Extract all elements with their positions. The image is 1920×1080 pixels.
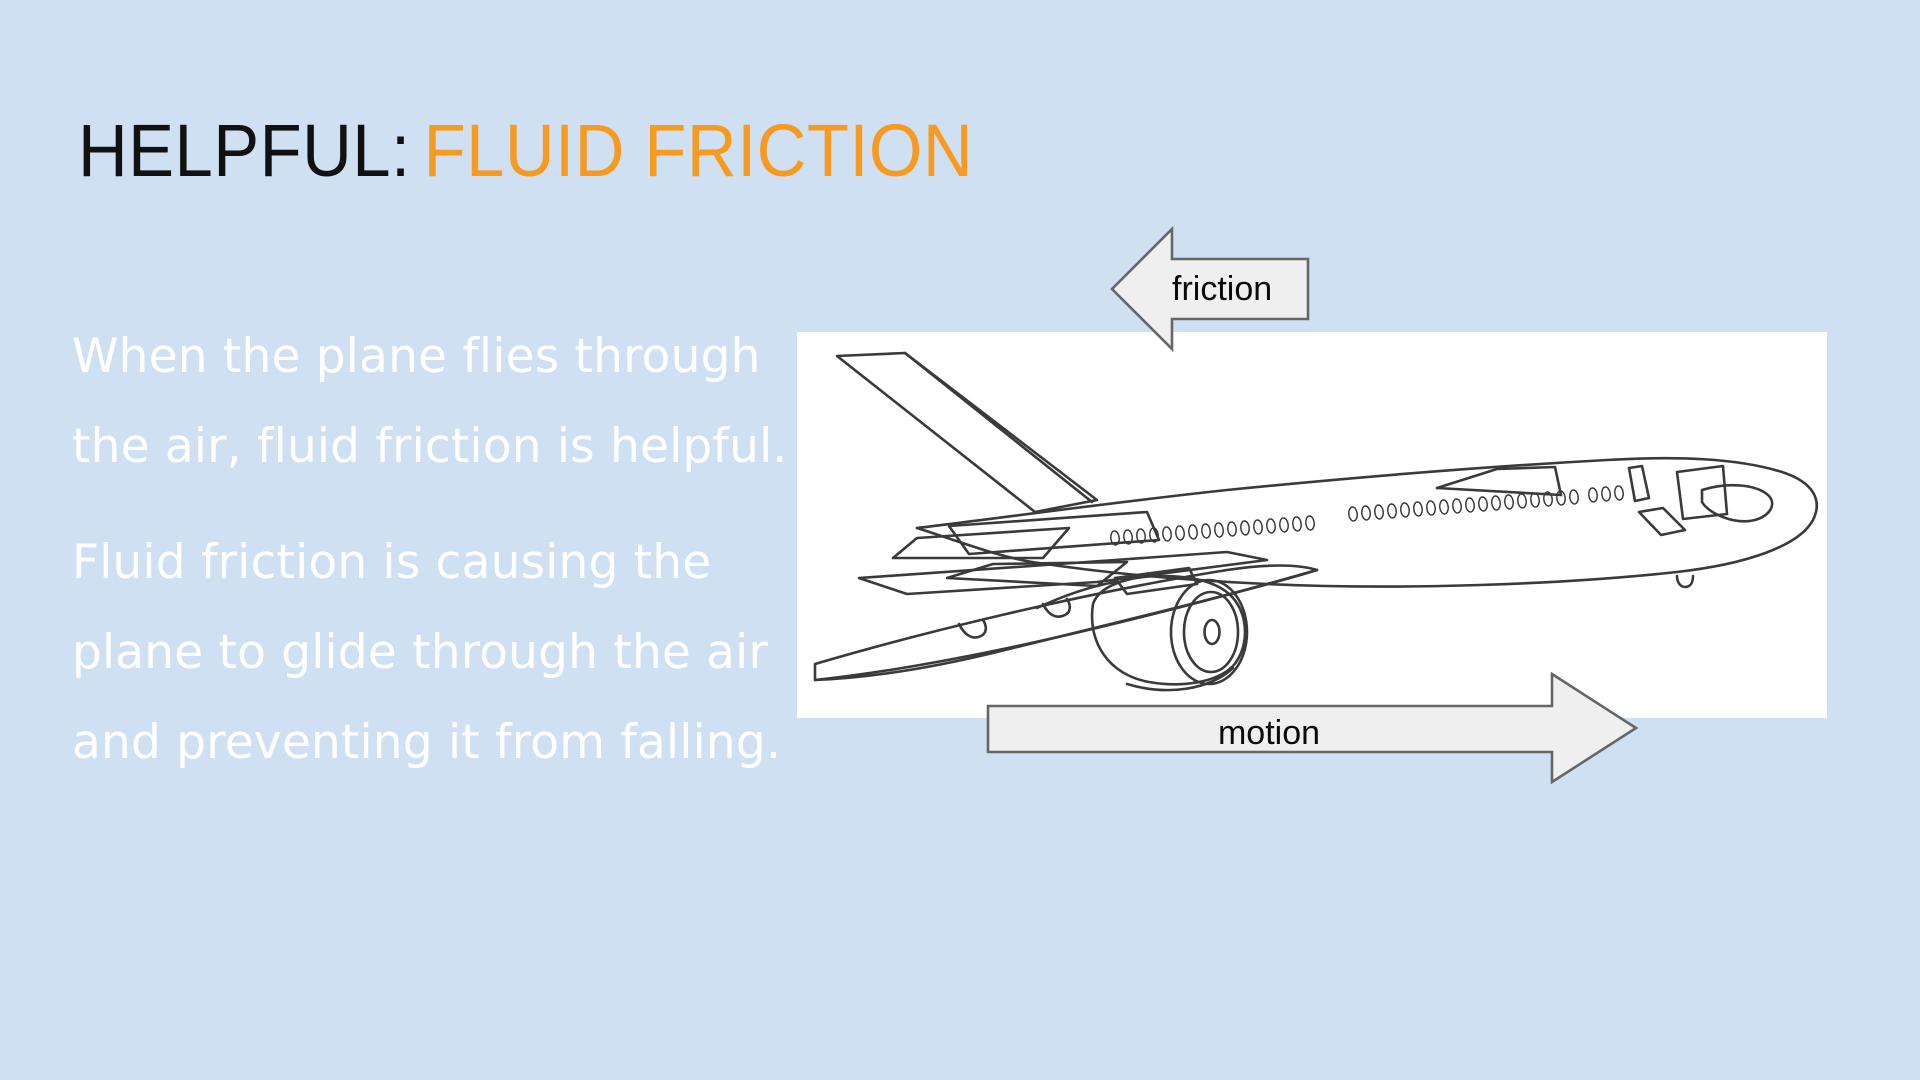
motion-arrow-label: motion (1217, 714, 1321, 752)
airplane-line-drawing-icon (813, 351, 1818, 692)
body-paragraph-2: Fluid friction is causing the plane to g… (72, 535, 781, 770)
motion-arrow: motion (986, 672, 1638, 784)
arrow-right-icon (986, 672, 1638, 784)
friction-arrow: friction (1110, 226, 1310, 352)
arrow-left-icon (1110, 226, 1310, 352)
page-title-accent: FLUID FRICTION (423, 109, 974, 192)
body-paragraph-1: When the plane flies through the air, fl… (72, 329, 788, 474)
airplane-illustration-panel (797, 332, 1827, 718)
page-title-primary: HELPFUL: (78, 109, 411, 192)
body-text: When the plane flies through the air, fl… (72, 312, 792, 788)
page-title: HELPFUL:FLUID FRICTION (78, 108, 973, 194)
friction-arrow-label: friction (1172, 270, 1273, 308)
